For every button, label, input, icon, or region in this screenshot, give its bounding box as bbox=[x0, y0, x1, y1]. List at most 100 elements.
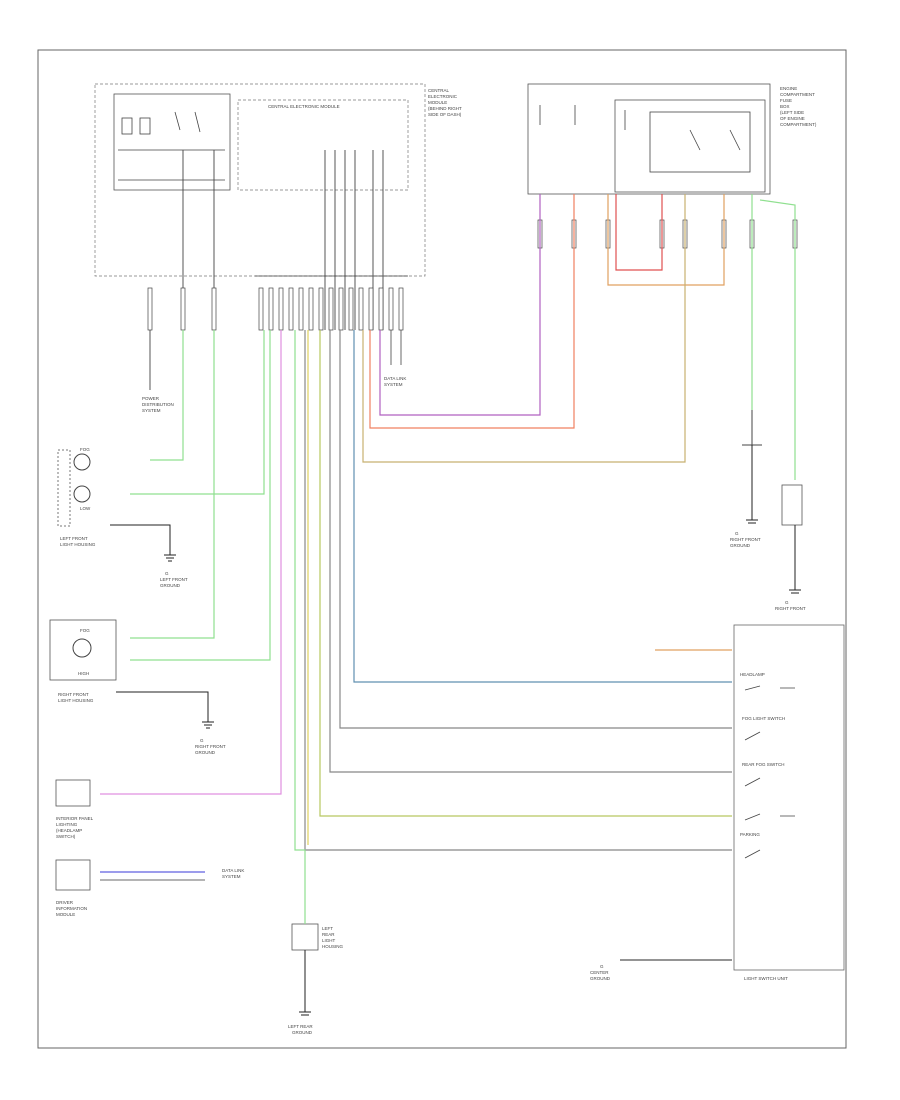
svg-text:CENTER: CENTER bbox=[590, 970, 609, 975]
svg-text:CENTRAL: CENTRAL bbox=[428, 88, 450, 93]
rf-ground-wire bbox=[116, 691, 209, 722]
engine-fuse-symbols bbox=[539, 105, 751, 173]
svg-text:COMPARTMENT): COMPARTMENT) bbox=[780, 122, 817, 127]
svg-text:RIGHT FRONT: RIGHT FRONT bbox=[195, 744, 226, 749]
rear-light-box bbox=[291, 923, 319, 951]
wire-gray-2 bbox=[329, 330, 732, 773]
lf-fog-label: FOG bbox=[80, 447, 90, 452]
svg-text:LIGHT HOUSING: LIGHT HOUSING bbox=[58, 698, 94, 703]
svg-text:LEFT FRONT: LEFT FRONT bbox=[60, 536, 88, 541]
svg-text:INFORMATION: INFORMATION bbox=[56, 906, 87, 911]
wire-yellow-green bbox=[319, 330, 732, 817]
wire-gray-1 bbox=[339, 330, 732, 729]
svg-text:(BEHIND RIGHT: (BEHIND RIGHT bbox=[428, 106, 462, 111]
svg-text:GROUND: GROUND bbox=[195, 750, 216, 755]
interior-panel-box bbox=[55, 779, 91, 807]
driver-module-box bbox=[55, 859, 91, 891]
rf-ground-icon bbox=[202, 721, 214, 729]
rear-fog-ground-label: G RIGHT FRONT bbox=[775, 600, 806, 611]
wire-green-lf-fog bbox=[150, 330, 184, 461]
svg-text:BOX: BOX bbox=[780, 104, 790, 109]
engine-wire-connectors bbox=[537, 219, 798, 249]
svg-text:MODULE: MODULE bbox=[56, 912, 75, 917]
central-wires bbox=[149, 150, 384, 390]
svg-text:OF ENGINE: OF ENGINE bbox=[780, 116, 805, 121]
lf-fog-bulb-icon bbox=[73, 453, 91, 471]
svg-text:GROUND: GROUND bbox=[292, 1030, 313, 1035]
svg-text:REAR: REAR bbox=[322, 932, 335, 937]
svg-text:G: G bbox=[200, 738, 204, 743]
engine-fuse-box bbox=[527, 83, 771, 195]
svg-text:DATA LINK: DATA LINK bbox=[222, 868, 244, 873]
svg-text:HOUSING: HOUSING bbox=[322, 944, 344, 949]
svg-text:SIDE OF DASH): SIDE OF DASH) bbox=[428, 112, 462, 117]
rear-fog-box bbox=[781, 484, 803, 526]
rr-ground-icon bbox=[746, 445, 758, 524]
wire-green-lf-low bbox=[130, 330, 265, 495]
light-switch-box bbox=[733, 624, 845, 971]
wire-orange-red bbox=[369, 194, 575, 429]
lf-low-bulb-icon bbox=[73, 485, 91, 503]
svg-text:RIGHT FRONT: RIGHT FRONT bbox=[730, 537, 761, 542]
svg-text:GROUND: GROUND bbox=[590, 976, 611, 981]
svg-text:LEFT REAR: LEFT REAR bbox=[288, 1024, 313, 1029]
svg-text:LEFT FRONT: LEFT FRONT bbox=[160, 577, 188, 582]
switch-fog-label: FOG LIGHT SWITCH bbox=[742, 716, 785, 721]
diagram-frame bbox=[37, 49, 847, 1049]
interior-panel-label: INTERIOR PANEL LIGHTING (HEADLAMP SWITCH… bbox=[56, 816, 94, 839]
svg-text:POWER: POWER bbox=[142, 396, 160, 401]
rear-ground-icon bbox=[299, 950, 311, 1016]
lf-ground-wire bbox=[110, 524, 171, 555]
svg-text:RIGHT FRONT: RIGHT FRONT bbox=[775, 606, 806, 611]
wire-purple bbox=[379, 194, 541, 416]
wire-red-loop bbox=[615, 194, 663, 271]
svg-text:ENGINE: ENGINE bbox=[780, 86, 797, 91]
engine-fuse-box-label: ENGINE COMPARTMENT FUSE BOX (LEFT SIDE O… bbox=[780, 86, 817, 127]
lf-low-label: LOW bbox=[80, 506, 91, 511]
svg-text:MODULE: MODULE bbox=[428, 100, 447, 105]
svg-text:G: G bbox=[735, 531, 739, 536]
switch-headlamp-label: HEADLAMP bbox=[740, 672, 765, 677]
rear-fog-ground-icon bbox=[789, 525, 801, 594]
svg-text:LEFT: LEFT bbox=[322, 926, 333, 931]
central-inner-label: CENTRAL ELECTRONIC MODULE bbox=[268, 104, 340, 109]
wire-green-rear bbox=[294, 330, 306, 910]
light-switch-label: LIGHT SWITCH UNIT bbox=[744, 976, 788, 981]
wire-orange-loop bbox=[607, 194, 725, 286]
driver-data-link-label: DATA LINK SYSTEM bbox=[222, 868, 244, 879]
rr-ground-label: G RIGHT FRONT GROUND bbox=[730, 531, 761, 548]
wire-green-rf-high bbox=[130, 330, 271, 661]
central-relay-symbol bbox=[118, 111, 225, 181]
svg-text:SWITCH): SWITCH) bbox=[56, 834, 76, 839]
svg-text:DISTRIBUTION: DISTRIBUTION bbox=[142, 402, 174, 407]
power-dist-label-top: POWER DISTRIBUTION SYSTEM bbox=[142, 396, 174, 413]
wire-tan bbox=[362, 194, 686, 463]
svg-text:GROUND: GROUND bbox=[160, 583, 181, 588]
rf-fog-label: FOG bbox=[80, 628, 90, 633]
wire-blue-gray bbox=[353, 330, 732, 683]
switch-park-label: PARKING bbox=[740, 832, 760, 837]
wire-pink bbox=[100, 330, 282, 795]
rf-high-label: HIGH bbox=[78, 671, 89, 676]
lf-ground-icon bbox=[164, 554, 176, 562]
svg-text:(HEADLAMP: (HEADLAMP bbox=[56, 828, 82, 833]
rear-ground-label: LEFT REAR GROUND bbox=[288, 1024, 313, 1035]
svg-text:SYSTEM: SYSTEM bbox=[142, 408, 161, 413]
switch-rear-label: REAR FOG SWITCH bbox=[742, 762, 785, 767]
central-connector-strip bbox=[147, 275, 408, 331]
svg-text:SYSTEM: SYSTEM bbox=[384, 382, 403, 387]
svg-text:G: G bbox=[785, 600, 789, 605]
svg-text:G: G bbox=[165, 571, 169, 576]
rear-light-label: LEFT REAR LIGHT HOUSING bbox=[322, 926, 344, 949]
rf-ground-label: G RIGHT FRONT GROUND bbox=[195, 738, 226, 755]
svg-text:SYSTEM: SYSTEM bbox=[222, 874, 241, 879]
svg-text:G: G bbox=[600, 964, 604, 969]
lf-ground-label: G LEFT FRONT GROUND bbox=[160, 571, 188, 588]
svg-text:(LEFT SIDE: (LEFT SIDE bbox=[780, 110, 804, 115]
central-relay-box bbox=[113, 93, 231, 191]
data-link-label: DATA LINK SYSTEM bbox=[384, 330, 406, 387]
svg-text:FUSE: FUSE bbox=[780, 98, 792, 103]
rf-bulb-icon bbox=[72, 638, 92, 658]
engine-relay-box bbox=[614, 99, 766, 193]
